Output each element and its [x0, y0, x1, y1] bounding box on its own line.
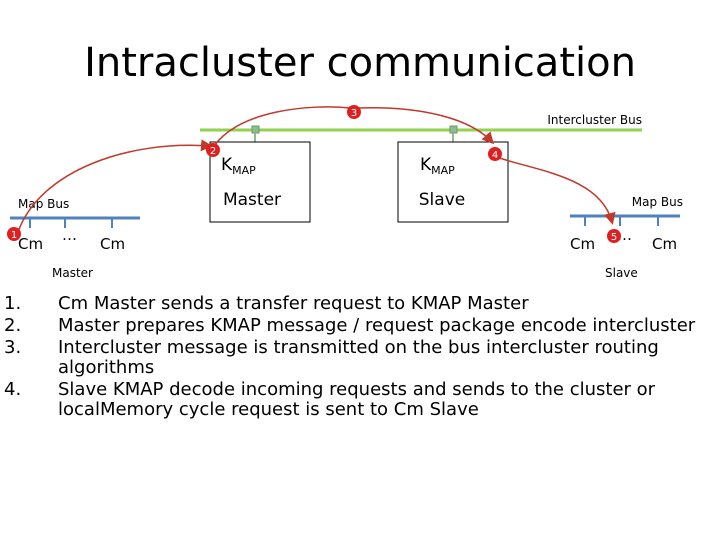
right-cluster-caption: Slave — [605, 266, 638, 280]
step-text: Cm Master sends a transfer request to KM… — [58, 293, 529, 314]
communication-diagram: Intercluster Bus KMAP Master KMAP Slave … — [7, 105, 683, 280]
flow-arrow-kmap-to-bus — [213, 106, 351, 147]
right-map-bus-label: Map Bus — [632, 195, 683, 209]
step-item: 2. Master prepares KMAP message / request… — [4, 316, 704, 336]
left-ellipsis: … — [62, 226, 77, 244]
kmap-slave-k: K — [420, 155, 432, 175]
bus-node-master — [251, 125, 260, 134]
step-number: 1. — [4, 293, 22, 314]
step-number: 3. — [4, 337, 22, 358]
svg-text:KMAP: KMAP — [221, 155, 256, 177]
kmap-master-role: Master — [223, 190, 281, 210]
step-text: Intercluster message is transmitted on t… — [58, 337, 659, 378]
intercluster-bus-label: Intercluster Bus — [547, 113, 642, 127]
svg-text:3: 3 — [351, 108, 357, 119]
step-text: Slave KMAP decode incoming requests and … — [58, 379, 656, 420]
svg-text:1: 1 — [11, 230, 17, 241]
kmap-master-k: K — [221, 155, 233, 175]
right-cm-slave: Cm — [570, 235, 595, 253]
badge-4: 4 — [488, 147, 502, 161]
right-cm-other: Cm — [652, 235, 677, 253]
left-map-bus-label: Map Bus — [18, 197, 69, 211]
step-item: 3. Intercluster message is transmitted on… — [4, 338, 704, 378]
kmap-slave-sub: MAP — [431, 164, 455, 177]
badge-5: 5 — [607, 229, 621, 243]
kmap-master-sub: MAP — [232, 164, 256, 177]
step-number: 2. — [4, 315, 22, 336]
step-text: Master prepares KMAP message / request p… — [58, 315, 696, 336]
badge-3: 3 — [347, 105, 361, 119]
step-item: 1. Cm Master sends a transfer request to … — [4, 294, 704, 314]
svg-text:KMAP: KMAP — [420, 155, 455, 177]
flow-arrow-bus-to-slave — [357, 107, 495, 145]
bus-node-slave — [449, 125, 458, 134]
flow-arrow-cm-to-kmap — [17, 139, 213, 233]
kmap-slave-role: Slave — [419, 190, 465, 210]
badge-2: 2 — [206, 143, 220, 157]
right-ellipsis: … — [617, 226, 632, 244]
svg-text:5: 5 — [611, 232, 617, 243]
svg-text:2: 2 — [210, 146, 216, 157]
kmap-master-box — [209, 141, 311, 223]
steps-list: 1. Cm Master sends a transfer request to … — [4, 294, 704, 422]
left-cm-other: Cm — [100, 235, 125, 253]
step-number: 4. — [4, 379, 22, 400]
badge-1: 1 — [7, 227, 21, 241]
flow-arrow-slave-to-cm — [493, 155, 616, 225]
svg-text:4: 4 — [492, 150, 498, 161]
page-title: Intracluster communication — [84, 40, 636, 86]
left-cm-master: Cm — [18, 235, 43, 253]
left-cluster-caption: Master — [52, 266, 93, 280]
step-item: 4. Slave KMAP decode incoming requests an… — [4, 380, 704, 420]
